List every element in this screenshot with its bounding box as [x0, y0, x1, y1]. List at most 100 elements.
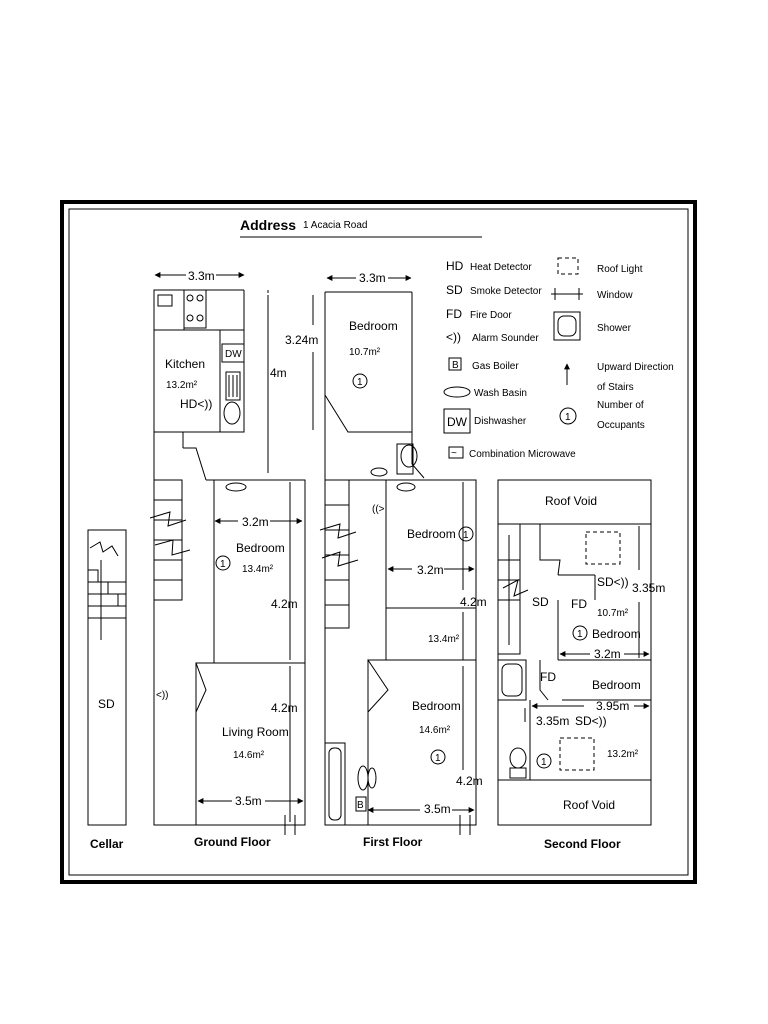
second-title: Second Floor: [544, 837, 621, 851]
ground-bedroom-occ-circle: [215, 555, 231, 571]
window-icon: [551, 288, 583, 300]
second-roof-void-top: Roof Void: [545, 494, 597, 508]
address-header: Address 1 Acacia Road: [240, 217, 482, 238]
second-sd-a: SD: [532, 595, 549, 609]
ground-living: Living Room: [222, 725, 289, 739]
cellar-sd: SD: [98, 697, 115, 711]
dishwasher-icon: [443, 408, 471, 434]
second-fd-a: FD: [571, 597, 587, 611]
first-bedroom-a-area: 10.7m²: [349, 347, 381, 358]
address-label: Address: [240, 217, 296, 233]
legend-shower-text: Shower: [597, 323, 632, 334]
legend-hd-text: Heat Detector: [470, 262, 532, 273]
second-occ-a-circle: [572, 625, 588, 641]
ground-kitchen-area: 13.2m²: [166, 380, 198, 391]
ground-dw: DW: [225, 349, 242, 360]
legend-basin-text: Wash Basin: [474, 388, 527, 399]
second-rooflight-a: [585, 531, 621, 565]
ground-bedroom-width: 3.2m: [242, 515, 269, 529]
cellar-plan: [87, 529, 127, 826]
second-bedroom-a: Bedroom: [592, 627, 641, 641]
first-bedroom-c-occ-circle: [430, 749, 446, 765]
second-sd-alarm-a: SD<)): [597, 575, 629, 589]
ground-kitchen: Kitchen: [165, 357, 205, 371]
legend-stairs-text-2: of Stairs: [597, 382, 634, 393]
ground-alarm: <)): [156, 690, 169, 701]
second-sd-alarm-b: SD<)): [575, 714, 607, 728]
second-area-a: 10.7m²: [597, 608, 629, 619]
first-bedroom-b-depth: 4.2m: [460, 595, 487, 609]
ground-depth: 4m: [270, 366, 287, 380]
ground-kitchen-hd: HD<)): [180, 397, 212, 411]
shower-icon: [553, 311, 581, 341]
cellar-title: Cellar: [90, 837, 124, 851]
ground-width-top: 3.3m: [188, 269, 215, 283]
legend-alarm-code: <)): [446, 330, 461, 344]
legend-sd-text: Smoke Detector: [470, 286, 542, 297]
first-width-top: 3.3m: [359, 271, 386, 285]
legend-boiler-text: Gas Boiler: [472, 361, 519, 372]
first-floor-dimensions: [312, 275, 475, 813]
ground-bedroom-occ: 1: [220, 559, 226, 570]
legend-sd-code: SD: [446, 283, 463, 297]
second-occ-b-circle: [536, 753, 552, 769]
legend-alarm-text: Alarm Sounder: [472, 333, 539, 344]
first-bedroom-c-occ: 1: [435, 753, 441, 764]
legend-fd-text: Fire Door: [470, 310, 512, 321]
ground-bedroom: Bedroom: [236, 541, 285, 555]
second-width-b: 3.95m: [596, 699, 629, 713]
ground-bedroom-depth: 4.2m: [271, 597, 298, 611]
first-depth-top: 3.24m: [285, 333, 318, 347]
first-bedroom-c-area: 14.6m²: [419, 725, 451, 736]
first-bedroom-b-area: 13.4m²: [428, 634, 460, 645]
second-depth-b: 3.35m: [536, 714, 569, 728]
legend: HD Heat Detector SD Smoke Detector FD Fi…: [443, 257, 674, 460]
ground-bedroom-area: 13.4m²: [242, 564, 274, 575]
second-fd-b: FD: [540, 670, 556, 684]
second-occ-a: 1: [577, 629, 583, 640]
first-bedroom-a-occ: 1: [357, 377, 363, 388]
first-alarm: ((>: [372, 504, 385, 515]
first-bedroom-c-width: 3.5m: [424, 802, 451, 816]
second-rooflight-b: [559, 737, 595, 771]
ground-dw-box: [221, 343, 245, 363]
outer-frame: [60, 200, 697, 884]
first-title: First Floor: [363, 835, 423, 849]
second-width-a: 3.2m: [594, 647, 621, 661]
legend-dw-text: Dishwasher: [474, 416, 527, 427]
first-floor-plan: [319, 291, 477, 835]
first-bedroom-c-depth: 4.2m: [456, 774, 483, 788]
first-bedroom-a-occ-circle: [352, 373, 368, 389]
second-roof-void-bottom: Roof Void: [563, 798, 615, 812]
first-bedroom-b: Bedroom: [407, 527, 456, 541]
address-value: 1 Acacia Road: [303, 220, 368, 231]
legend-occupants-text-1: Number of: [597, 400, 644, 411]
second-bedroom-b: Bedroom: [592, 678, 641, 692]
ground-living-area: 14.6m²: [233, 750, 265, 761]
first-bedroom-b-occ: 1: [463, 530, 469, 541]
legend-occupants-text-2: Occupants: [597, 420, 645, 431]
second-area-b: 13.2m²: [607, 749, 639, 760]
microwave-glyph: ~: [451, 448, 457, 459]
first-bedroom-b-occ-circle: [458, 526, 474, 542]
legend-occupants-code: 1: [565, 412, 571, 423]
second-floor-plan: [497, 479, 652, 826]
legend-hd-code: HD: [446, 259, 464, 273]
microwave-icon: [448, 446, 464, 459]
wash-basin-icon: [443, 386, 471, 398]
legend-boiler-code: B: [452, 360, 459, 371]
first-boiler: B: [357, 800, 364, 811]
second-floor-dimensions: [524, 526, 650, 722]
legend-microwave-text: Combination Microwave: [469, 449, 576, 460]
legend-stairs-text-1: Upward Direction: [597, 362, 674, 373]
second-depth-a: 3.35m: [632, 581, 665, 595]
legend-window-text: Window: [597, 290, 633, 301]
ground-living-width: 3.5m: [235, 794, 262, 808]
first-bedroom-a: Bedroom: [349, 319, 398, 333]
ground-title: Ground Floor: [194, 835, 271, 849]
ground-living-depth: 4.2m: [271, 701, 298, 715]
gas-boiler-icon: [448, 357, 462, 371]
second-occ-b: 1: [541, 757, 547, 768]
roof-light-icon: [557, 257, 579, 275]
